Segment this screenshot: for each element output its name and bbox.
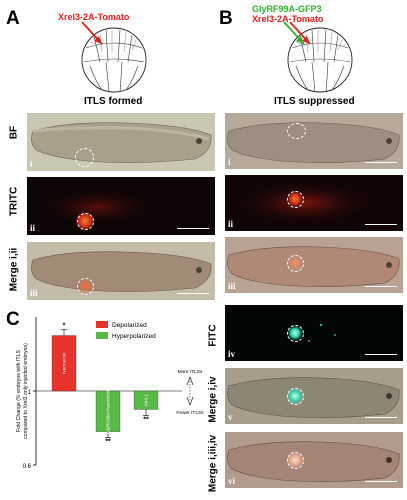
bar	[95, 390, 121, 432]
panel-b-roman-v: v	[228, 412, 233, 422]
panel-b-roman-iv: iv	[228, 349, 236, 359]
y-axis-label: Fold Change (% embryos with ITLS	[16, 350, 22, 432]
panel-b-roman-i: i	[228, 157, 231, 167]
legend-swatch	[96, 332, 108, 339]
panel-a-construct-label: Xrel3-2A-Tomato	[58, 12, 130, 22]
bar-label: GlyRF99A+Ivermectin	[106, 388, 111, 434]
bar-label: Kir4.1	[144, 394, 149, 406]
embryo-shape-merge	[31, 251, 212, 297]
panel-a-image-bf: i	[27, 113, 215, 171]
y-tick-label: 0.6	[23, 464, 32, 470]
panel-b-construct-red-label: Xrel3-2A-Tomato	[252, 14, 324, 24]
panel-b-letter: B	[219, 8, 233, 29]
panel-b-image-merge-i-iv: v	[225, 368, 403, 424]
legend-label: Hyperpolarized	[112, 333, 156, 340]
scale-bar	[365, 223, 397, 225]
panel-a-row-label-tritc: TRITC	[8, 186, 20, 217]
legend-label: Depolarized	[112, 322, 147, 329]
panel-a-image-merge: iii	[27, 242, 215, 300]
panel-b-image-bf: i	[225, 113, 403, 169]
panel-a-row-label-merge: Merge i,ii	[8, 247, 20, 292]
panel-b-image-merge-i-iii-iv: vi	[225, 432, 403, 488]
itls-marker-ring	[287, 325, 304, 342]
scale-bar	[365, 161, 397, 163]
significance-marker: **	[143, 417, 149, 424]
scale-bar	[365, 353, 397, 355]
panel-b-embryo-diagram	[283, 22, 353, 93]
embryo-shape	[31, 122, 212, 163]
significance-marker: *	[63, 323, 66, 330]
panel-b-title: ITLS suppressed	[274, 96, 355, 107]
itls-marker-ring	[287, 452, 304, 469]
scale-bar	[365, 285, 397, 287]
bar	[51, 335, 77, 392]
panel-b-roman-ii: ii	[228, 219, 234, 229]
itls-marker-ring	[287, 191, 304, 208]
panel-a-image-tritc: ii	[27, 177, 215, 235]
panel-c-letter: C	[6, 309, 20, 330]
significance-marker: **	[105, 439, 111, 446]
itls-marker-ring	[287, 255, 304, 272]
scale-bar	[365, 416, 397, 418]
y-tick-label: 1	[28, 390, 32, 396]
itls-marker-ring	[77, 278, 94, 295]
annotation-fewer: Fewer ITLSs	[176, 410, 204, 416]
itls-marker-ring	[287, 123, 306, 139]
panel-a-title: ITLS formed	[84, 96, 143, 107]
panel-a-roman-i: i	[30, 159, 33, 169]
panel-a-embryo-diagram	[81, 22, 147, 93]
up-arrow	[186, 376, 194, 386]
bar-label: Ivermectin	[62, 352, 67, 374]
panel-b-roman-vi: vi	[228, 476, 236, 486]
embryo-shape	[227, 122, 400, 163]
panel-b-image-merge-i-ii: iii	[225, 237, 403, 293]
scale-bar	[177, 227, 209, 229]
panel-a-roman-ii: ii	[30, 223, 36, 233]
panel-b-roman-iii: iii	[228, 281, 236, 291]
panel-a-letter: A	[6, 8, 20, 29]
panel-b-image-tritc: ii	[225, 175, 403, 231]
itls-marker-ring	[287, 388, 304, 405]
down-arrow	[186, 396, 194, 406]
panel-a-row-label-bf: BF	[8, 125, 20, 140]
itls-marker-ring	[75, 148, 94, 167]
scale-bar	[177, 292, 209, 294]
panel-b-construct-green-label: GlyRF99A-GFP3	[252, 4, 322, 14]
scale-bar	[365, 480, 397, 482]
fluorescence-red	[37, 187, 157, 232]
annotation-more: More ITLSs	[178, 369, 203, 375]
panel-a-roman-iii: iii	[30, 288, 38, 298]
panel-b-image-fitc: iv	[225, 305, 403, 361]
itls-marker-ring	[77, 213, 94, 230]
y-axis-label: compared to Xrel3 only injected embryos)	[23, 343, 29, 439]
legend-swatch	[96, 321, 108, 328]
